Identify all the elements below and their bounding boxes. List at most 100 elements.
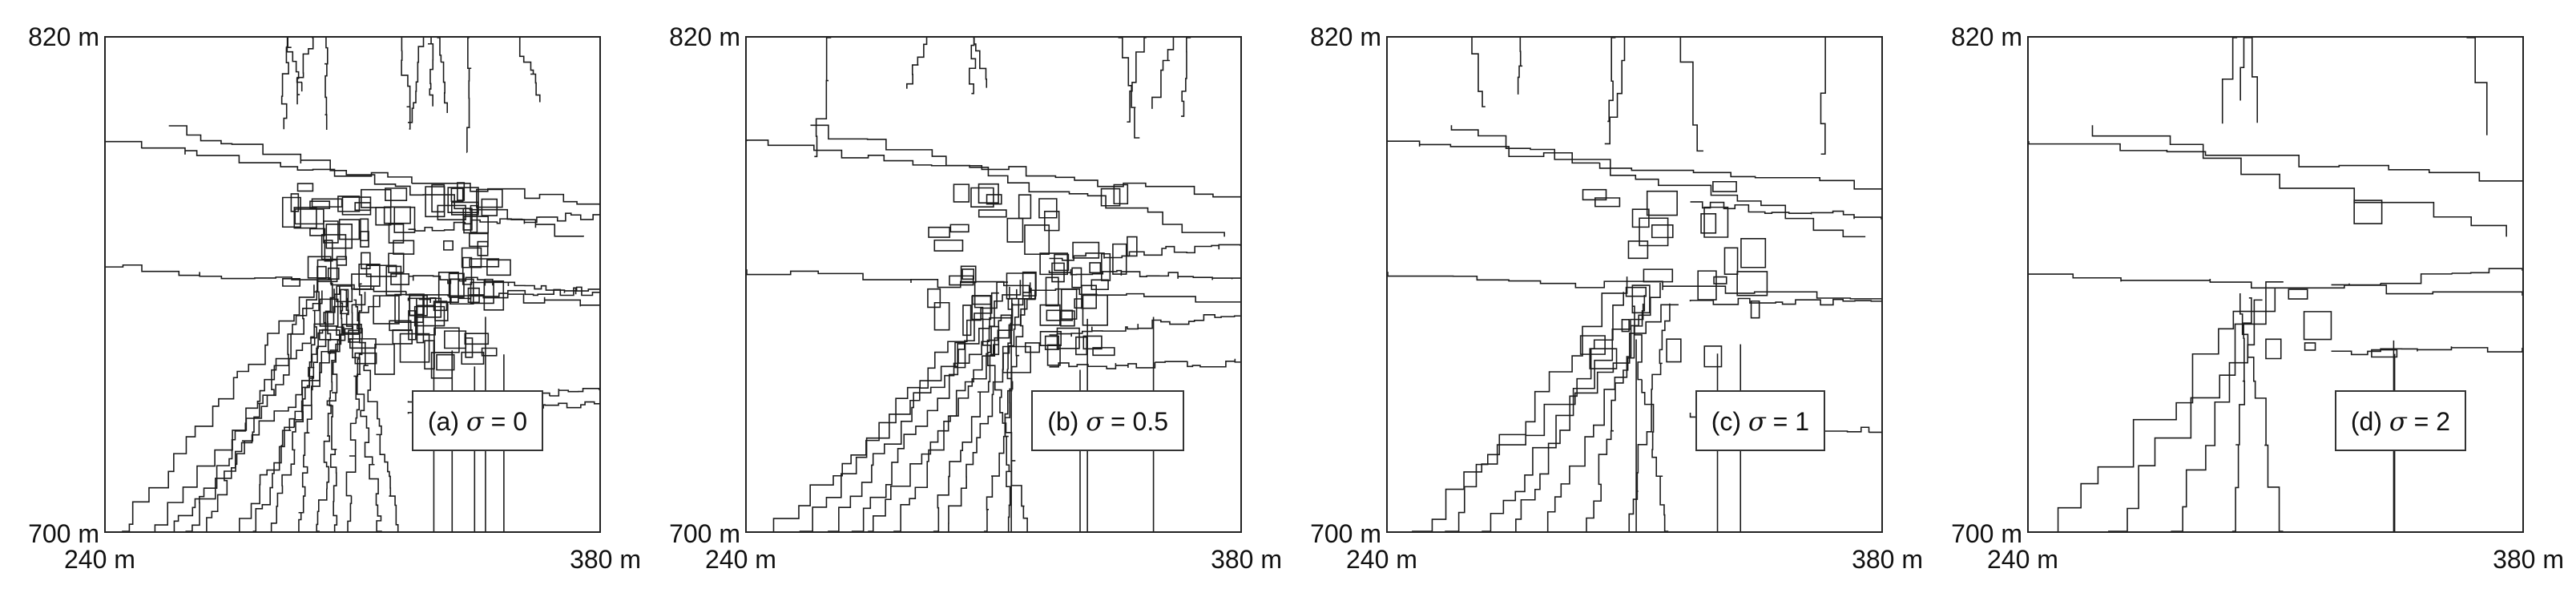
- sigma-symbol: σ: [2389, 406, 2407, 437]
- boundary-line: [1689, 297, 1881, 306]
- boundary-line: [416, 297, 442, 318]
- boundary-line: [462, 208, 473, 231]
- boundary-line: [1651, 224, 1674, 239]
- boundary-line: [336, 326, 345, 336]
- boundary-line: [1639, 217, 1669, 247]
- boundary-line: [1024, 342, 1041, 353]
- boundary-line: [2239, 38, 2245, 101]
- boundary-line: [1697, 270, 1717, 300]
- x-max-label: 380 m: [1852, 545, 1923, 574]
- boundary-line: [1043, 210, 1060, 232]
- boundary-lines: [2029, 38, 2522, 531]
- boundary-line: [1180, 38, 1191, 117]
- boundary-line: [122, 284, 315, 531]
- boundary-line: [1690, 201, 1881, 220]
- boundary-line: [1018, 194, 1032, 220]
- x-min-label: 240 m: [705, 545, 776, 574]
- y-min-label: 700 m: [28, 519, 99, 548]
- boundary-line: [1151, 38, 1175, 109]
- boundary-line: [340, 288, 349, 315]
- boundary-line: [383, 206, 411, 224]
- boundary-line: [1471, 38, 1486, 107]
- boundary-line: [2265, 338, 2282, 360]
- boundary-line: [296, 38, 314, 105]
- boundary-line: [2353, 200, 2383, 224]
- boundary-line: [969, 38, 977, 95]
- boundary-line: [361, 252, 371, 270]
- boundary-line: [449, 278, 474, 305]
- boundary-line: [465, 337, 474, 358]
- boundary-line: [106, 140, 599, 205]
- boundary-line: [408, 275, 599, 296]
- boundary-line: [518, 38, 541, 103]
- y-max-label: 820 m: [1310, 22, 1381, 51]
- panel-c: 820 m 700 m (c) σ = 1 240 m 380 m: [1282, 0, 1923, 601]
- boundary-line: [1582, 188, 1607, 201]
- x-max-label: 380 m: [570, 545, 641, 574]
- boundary-line: [1515, 292, 1624, 531]
- boundary-line: [476, 188, 503, 208]
- boundary-line: [1628, 303, 1671, 531]
- boundary-line: [961, 268, 975, 280]
- boundary-line: [1631, 305, 1669, 531]
- boundary-line: [424, 340, 435, 370]
- boundary-line: [464, 333, 490, 345]
- boundary-line: [431, 184, 445, 213]
- boundary-line: [772, 303, 1014, 531]
- boundary-line: [2303, 311, 2332, 341]
- boundary-line: [2331, 268, 2522, 286]
- boundary-line: [469, 258, 500, 268]
- boundary-line: [434, 301, 449, 322]
- boundary-line: [1631, 284, 1651, 314]
- sigma-symbol: σ: [466, 406, 484, 437]
- boundary-line: [971, 295, 992, 321]
- boundary-line: [2231, 296, 2252, 531]
- boundary-map: (a) σ = 0: [104, 36, 601, 533]
- caption-letter: (b): [1047, 407, 1079, 436]
- boundary-line: [1071, 267, 1082, 288]
- boundary-line: [341, 323, 362, 334]
- boundary-line: [1594, 197, 1621, 208]
- boundary-line: [1113, 184, 1129, 205]
- boundary-line: [351, 273, 372, 290]
- boundary-line: [1127, 236, 1138, 257]
- boundary-line: [408, 38, 425, 123]
- boundary-line: [336, 285, 353, 303]
- boundary-line: [437, 38, 449, 113]
- boundary-line: [298, 280, 320, 531]
- boundary-line: [1579, 335, 1606, 355]
- boundary-line: [1118, 38, 1140, 139]
- boundary-line: [747, 269, 1240, 303]
- boundary-line: [1045, 276, 1059, 307]
- boundary-line: [1090, 279, 1109, 291]
- boundary-line: [399, 333, 430, 363]
- boundary-line: [463, 216, 489, 234]
- boundary-line: [948, 285, 1030, 531]
- boundary-line: [374, 343, 395, 375]
- boundary-line: [1546, 282, 1661, 531]
- boundary-line: [1049, 314, 1240, 337]
- boundary-line: [477, 240, 489, 256]
- boundary-line: [375, 207, 392, 226]
- boundary-line: [2221, 38, 2238, 124]
- boundary-line: [2239, 293, 2284, 531]
- sigma-value: = 0.5: [1110, 407, 1168, 436]
- boundary-line: [1038, 198, 1058, 219]
- boundary-line: [296, 183, 314, 192]
- boundary-line: [407, 287, 599, 303]
- boundary-line: [1625, 286, 1647, 297]
- boundary-line: [293, 207, 317, 229]
- boundary-line: [481, 347, 498, 357]
- boundary-line: [983, 288, 1032, 531]
- boundary-line: [1621, 319, 1630, 333]
- boundary-map: (d) σ = 2: [2027, 36, 2524, 533]
- sigma-symbol: σ: [1086, 406, 1104, 437]
- boundary-line: [1048, 268, 1240, 280]
- boundary-line: [799, 281, 1008, 531]
- panel-b: 820 m 700 m (b) σ = 0.5 240 m 380 m: [641, 0, 1282, 601]
- boundary-line: [962, 305, 972, 337]
- boundary-line: [1679, 38, 1703, 152]
- boundary-line: [345, 283, 363, 531]
- boundary-line: [1607, 38, 1616, 123]
- boundary-lines: [1388, 38, 1881, 531]
